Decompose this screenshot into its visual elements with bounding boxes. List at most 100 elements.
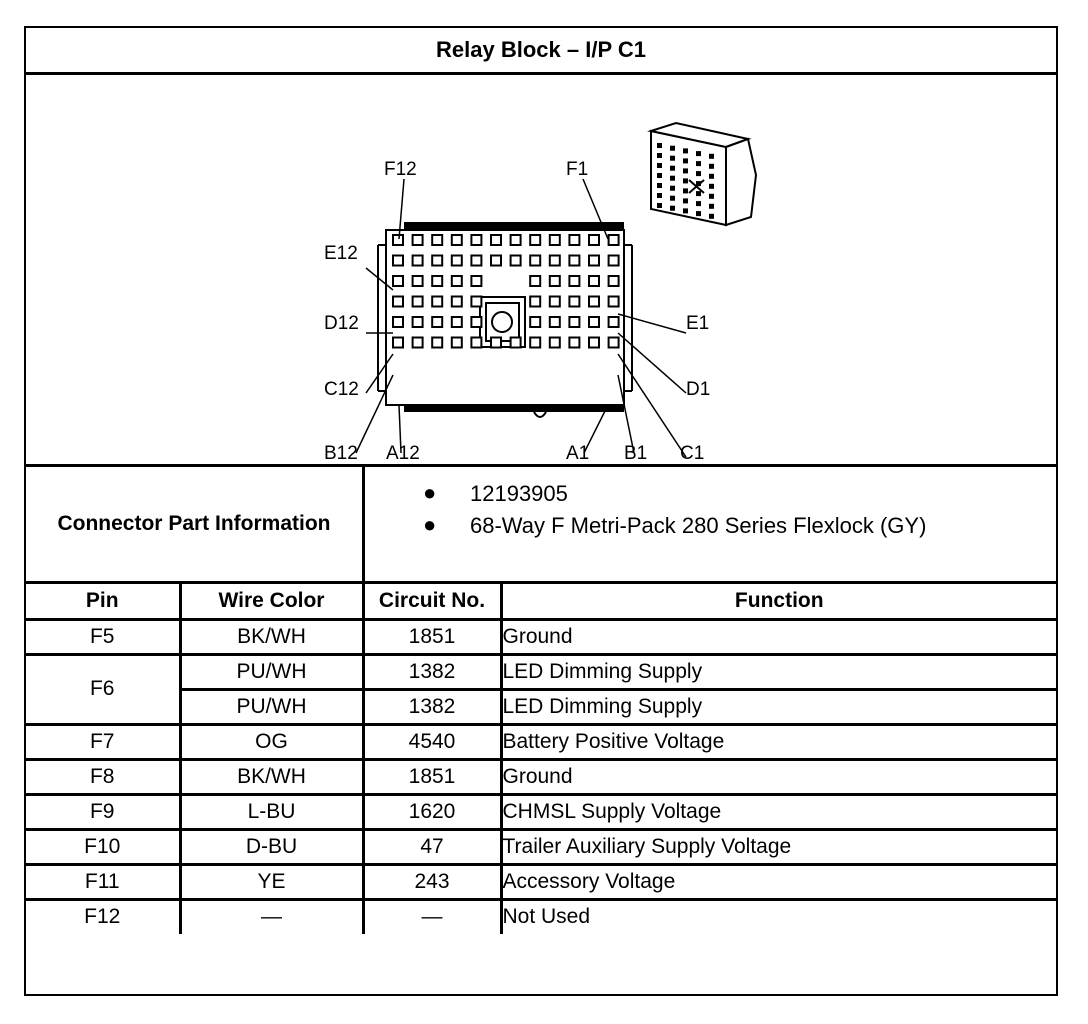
icon-cell	[657, 203, 662, 208]
pin-cell: F8	[26, 757, 182, 796]
pin-cavity	[568, 275, 581, 287]
table-row: F11 YE 243 Accessory Voltage	[26, 862, 1056, 901]
pin-cavity	[431, 295, 444, 308]
pin-cavity	[588, 316, 600, 328]
pin-cavity	[607, 336, 620, 349]
pin-cavity	[529, 336, 542, 349]
icon-cell	[657, 153, 662, 158]
wire-color-cell: D-BU	[178, 827, 365, 866]
icon-cell	[709, 163, 714, 169]
part-number: 12193905	[470, 481, 568, 506]
pin-table: Pin Wire Color Circuit No. Function F5 B…	[26, 584, 1056, 934]
pin-cavity	[588, 234, 600, 246]
icon-cell	[683, 188, 688, 194]
pin-cavity	[431, 254, 444, 267]
pin-cavity	[490, 234, 502, 246]
label-a1: A1	[566, 443, 589, 464]
circuit-cell: 1851	[361, 757, 503, 796]
icon-cell	[696, 171, 701, 177]
pin-cell: F7	[26, 722, 182, 761]
icon-cell	[670, 185, 675, 191]
wire-color-cell: PU/WH	[178, 652, 365, 691]
pin-cavity	[470, 295, 483, 308]
pin-cavity	[470, 316, 483, 328]
pin-cell: F5	[26, 617, 182, 656]
icon-cell	[683, 158, 688, 164]
pin-cavity	[450, 275, 463, 287]
pin-cavity	[392, 295, 404, 308]
header-circuit-no: Circuit No.	[361, 584, 503, 621]
label-b1: B1	[624, 443, 647, 464]
pin-cavity	[490, 336, 502, 349]
icon-cell	[696, 151, 701, 157]
function-cell: Ground	[499, 617, 1056, 656]
pin-cavity	[470, 275, 483, 287]
wire-color-cell: BK/WH	[178, 757, 365, 796]
pin-cavity	[411, 316, 424, 328]
circuit-cell: 47	[361, 827, 503, 866]
pin-cell: F12	[26, 897, 182, 934]
pin-cavity	[568, 254, 581, 267]
label-d12: D12	[324, 313, 359, 334]
icon-cell	[670, 155, 675, 161]
icon-cell	[657, 143, 662, 148]
bullet-icon: ●	[423, 480, 437, 505]
pin-cavity	[529, 295, 542, 308]
pin-cavity	[548, 336, 561, 349]
function-cell: Not Used	[499, 897, 1056, 934]
table-row: F10 D-BU 47 Trailer Auxiliary Supply Vol…	[26, 827, 1056, 866]
table-row: F8 BK/WH 1851 Ground	[26, 757, 1056, 796]
icon-cell	[683, 168, 688, 174]
circuit-cell: 1620	[361, 792, 503, 831]
wire-color-cell: BK/WH	[178, 617, 365, 656]
function-cell: CHMSL Supply Voltage	[499, 792, 1056, 831]
circuit-cell: 1851	[361, 617, 503, 656]
pin-cavity	[431, 336, 444, 349]
circuit-cell: 1382	[361, 687, 503, 726]
icon-cell	[709, 183, 714, 189]
connector-face-diagram: F12 F1 E12 E1 D12 D1 C12 C1 B12 A12 A1 B…	[324, 121, 758, 464]
connector-description: 68-Way F Metri-Pack 280 Series Flexlock …	[470, 513, 927, 538]
connector-part-info-list: ● 12193905 ● 68-Way F Metri-Pack 280 Ser…	[365, 467, 1055, 581]
pin-cavity	[529, 275, 542, 287]
pin-cell: F9	[26, 792, 182, 831]
pin-cavity	[392, 234, 404, 246]
pin-cavity	[607, 275, 620, 287]
connector-part-info: Connector Part Information ● 12193905 ● …	[26, 467, 1056, 584]
header-function: Function	[499, 584, 1056, 621]
wire-color-cell: L-BU	[178, 792, 365, 831]
icon-cell	[696, 161, 701, 167]
label-c1: C1	[680, 443, 704, 464]
connector-diagram: F12 F1 E12 E1 D12 D1 C12 C1 B12 A12 A1 B…	[26, 75, 1056, 467]
pin-cavity	[431, 275, 444, 287]
function-cell: Battery Positive Voltage	[499, 722, 1056, 761]
icon-cell	[683, 178, 688, 184]
pin-cavity	[607, 316, 620, 328]
pin-cavity	[431, 234, 444, 246]
icon-cell	[696, 211, 701, 217]
pin-cavity	[588, 254, 600, 267]
label-d1: D1	[686, 379, 710, 400]
circuit-cell: 1382	[361, 652, 503, 691]
icon-cell	[709, 193, 714, 199]
pin-cavity	[470, 234, 483, 246]
label-e1: E1	[686, 313, 709, 334]
icon-cell	[670, 145, 675, 151]
pin-cavity	[568, 316, 581, 328]
icon-cell	[683, 208, 688, 214]
pin-cavity	[529, 234, 542, 246]
icon-cell	[683, 148, 688, 154]
wire-color-cell: YE	[178, 862, 365, 901]
pin-cavity	[470, 254, 483, 267]
pin-cavity	[509, 254, 522, 267]
pin-cavity	[392, 275, 404, 287]
label-a12: A12	[386, 443, 420, 464]
pin-cavity	[431, 316, 444, 328]
function-cell: Ground	[499, 757, 1056, 796]
circuit-cell: 4540	[361, 722, 503, 761]
table-row: F9 L-BU 1620 CHMSL Supply Voltage	[26, 792, 1056, 831]
label-f1: F1	[566, 159, 588, 180]
table-row: F7 OG 4540 Battery Positive Voltage	[26, 722, 1056, 761]
pin-cavity	[568, 234, 581, 246]
pin-cavity	[588, 295, 600, 308]
